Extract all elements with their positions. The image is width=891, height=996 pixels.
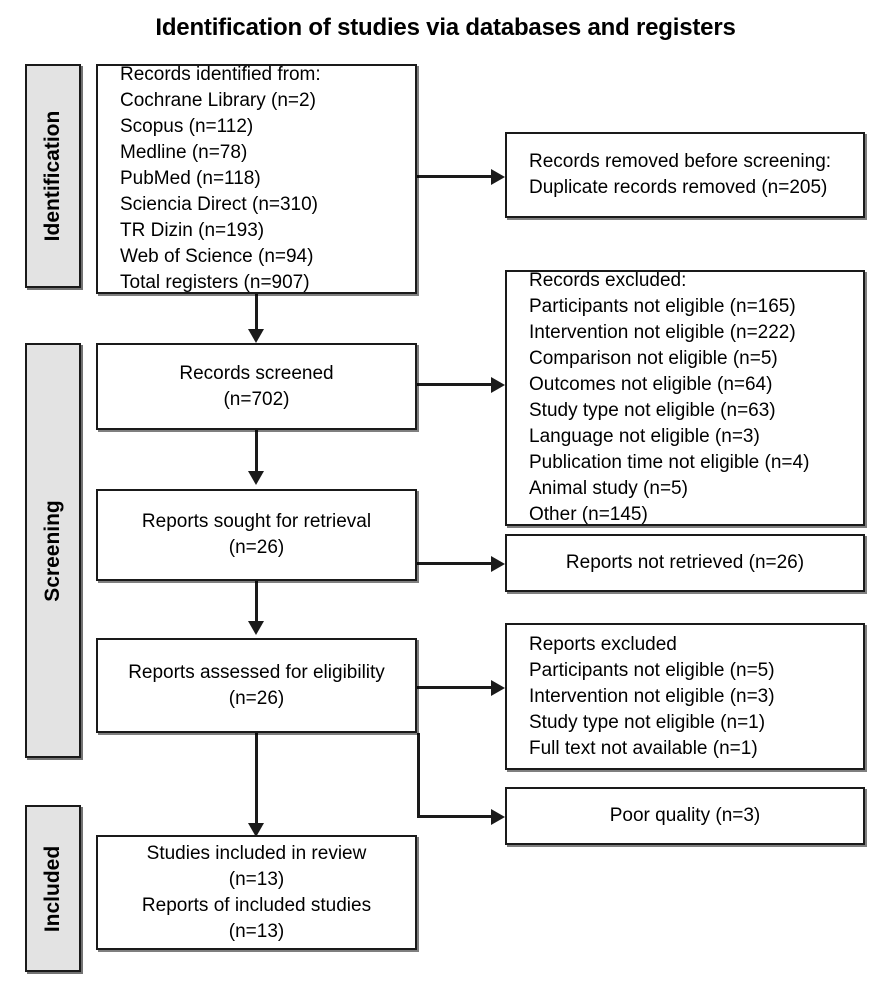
page-title: Identification of studies via databases … bbox=[155, 14, 736, 41]
stage-label-identification: Identification bbox=[41, 110, 64, 242]
poor-quality-box[interactable]: Poor quality (n=3) bbox=[505, 787, 865, 845]
connector-assessed-to-poor-quality-horizontal bbox=[417, 815, 491, 818]
arrowhead-assessed-to-reports-excluded bbox=[491, 680, 505, 696]
arrowhead-screened-to-sought bbox=[248, 471, 264, 485]
connector-sought-to-not-retrieved bbox=[417, 562, 491, 565]
records-identified-box[interactable]: Records identified from: Cochrane Librar… bbox=[96, 64, 417, 294]
stage-bar-identification: Identification bbox=[25, 64, 81, 288]
reports-assessed-text: Reports assessed for eligibility (n=26) bbox=[128, 661, 385, 709]
studies-included-text: Studies included in review (n=13) Report… bbox=[141, 842, 372, 942]
stage-label-screening: Screening bbox=[41, 499, 64, 602]
connector-assessed-to-reports-excluded bbox=[417, 686, 491, 689]
stage-bar-screening: Screening bbox=[25, 343, 81, 758]
connector-assessed-to-poor-quality-vertical bbox=[417, 733, 420, 818]
reports-not-retrieved-box[interactable]: Reports not retrieved (n=26) bbox=[505, 534, 865, 592]
arrowhead-identified-to-screened bbox=[248, 329, 264, 343]
records-screened-box[interactable]: Records screened (n=702) bbox=[96, 343, 417, 430]
arrowhead-identified-to-removed bbox=[491, 169, 505, 185]
arrowhead-assessed-to-studies-included bbox=[248, 823, 264, 837]
stage-bar-included: Included bbox=[25, 805, 81, 972]
reports-excluded-box[interactable]: Reports excluded Participants not eligib… bbox=[505, 623, 865, 770]
reports-excluded-text: Reports excluded Participants not eligib… bbox=[529, 633, 775, 759]
arrowhead-assessed-to-poor-quality bbox=[491, 809, 505, 825]
records-excluded-box[interactable]: Records excluded: Participants not eligi… bbox=[505, 270, 865, 526]
poor-quality-text: Poor quality (n=3) bbox=[609, 805, 761, 826]
records-removed-box[interactable]: Records removed before screening: Duplic… bbox=[505, 132, 865, 218]
reports-not-retrieved-text: Reports not retrieved (n=26) bbox=[565, 552, 805, 573]
reports-sought-box[interactable]: Reports sought for retrieval (n=26) bbox=[96, 489, 417, 581]
arrowhead-sought-to-assessed bbox=[248, 621, 264, 635]
records-excluded-text: Records excluded: Participants not eligi… bbox=[529, 270, 810, 525]
connector-assessed-to-studies-included bbox=[255, 733, 258, 827]
reports-sought-text: Reports sought for retrieval (n=26) bbox=[141, 511, 372, 558]
connector-identified-to-screened bbox=[255, 293, 258, 333]
arrowhead-sought-to-not-retrieved bbox=[491, 556, 505, 572]
stage-label-included: Included bbox=[41, 845, 64, 932]
connector-screened-to-sought bbox=[255, 429, 258, 475]
connector-identified-to-removed bbox=[417, 175, 491, 178]
arrowhead-screened-to-excluded bbox=[491, 377, 505, 393]
connector-screened-to-excluded bbox=[417, 383, 491, 386]
reports-assessed-box[interactable]: Reports assessed for eligibility (n=26) bbox=[96, 638, 417, 733]
connector-sought-to-assessed bbox=[255, 581, 258, 625]
studies-included-box[interactable]: Studies included in review (n=13) Report… bbox=[96, 835, 417, 950]
records-identified-text: Records identified from: Cochrane Librar… bbox=[120, 64, 321, 293]
records-removed-text: Records removed before screening: Duplic… bbox=[529, 151, 832, 198]
records-screened-text: Records screened (n=702) bbox=[179, 362, 334, 410]
